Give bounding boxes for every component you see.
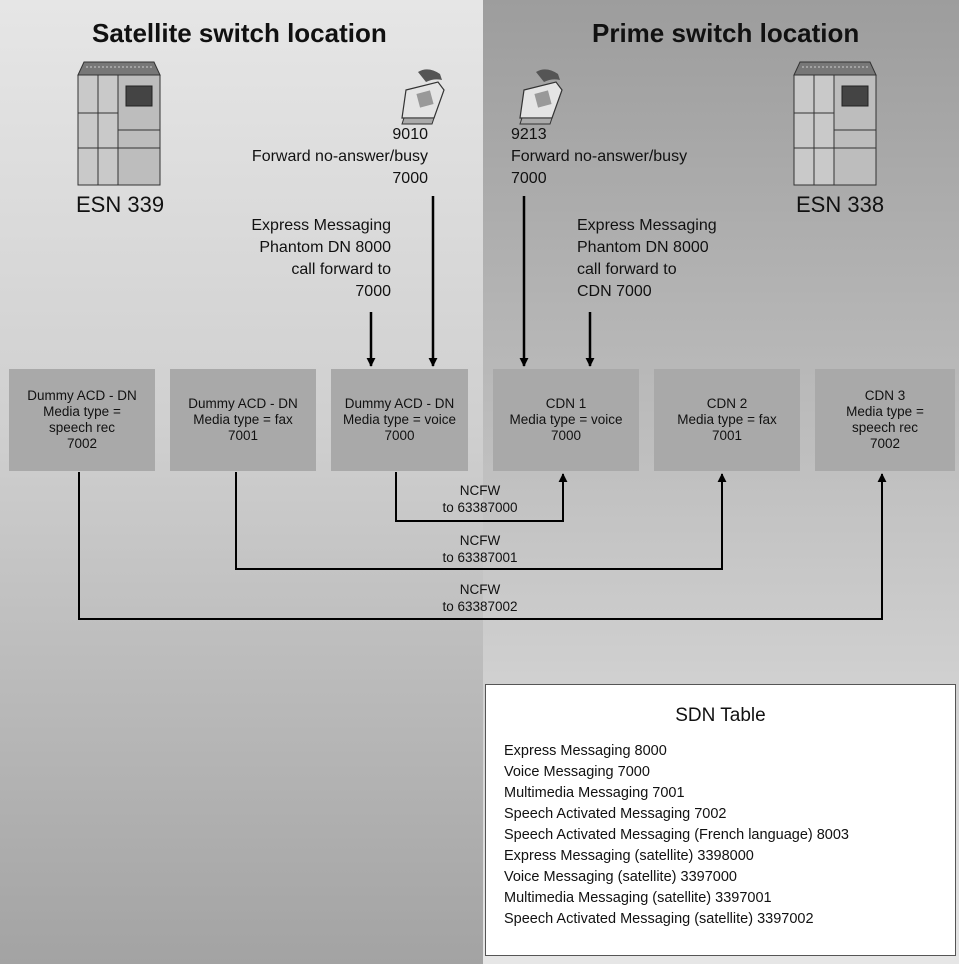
ncfw-label-7000: NCFW to 63387000: [430, 482, 530, 516]
express-forward-target: CDN 7000: [577, 283, 652, 300]
cdn-3-box: CDN 3 Media type = speech rec 7002: [815, 369, 955, 471]
esn-338-label: ESN 338: [796, 192, 885, 217]
ncfw-target: to 63387002: [442, 599, 518, 614]
box-line: speech rec: [48, 420, 116, 435]
express-forward-target: 7000: [355, 283, 391, 300]
box-line: Dummy ACD - DN: [188, 396, 298, 411]
box-line: Dummy ACD - DN: [27, 388, 137, 403]
box-line: 7000: [550, 428, 582, 443]
express-label: Express Messaging: [251, 217, 391, 234]
ncfw-label: NCFW: [459, 483, 501, 498]
ncfw-connector-7002: [78, 472, 887, 620]
phone-forward-target: 7000: [511, 170, 547, 187]
satellite-title: Satellite switch location: [92, 18, 387, 48]
dummy-acd-box-7002: Dummy ACD - DN Media type = speech rec 7…: [9, 369, 155, 471]
sdn-table-row: Voice Messaging (satellite) 3397000: [504, 869, 737, 885]
express-call-forward: call forward to: [291, 261, 391, 278]
box-line: 7002: [869, 436, 901, 451]
switch-cabinet-icon: [77, 61, 161, 186]
ncfw-connector-7000: [395, 472, 568, 522]
box-line: Dummy ACD - DN: [344, 396, 455, 411]
box-line: Media type = voice: [509, 412, 623, 427]
esn-339-label: ESN 339: [76, 192, 165, 217]
prime-title: Prime switch location: [592, 18, 860, 48]
cdn-1-box: CDN 1 Media type = voice 7000: [493, 369, 639, 471]
box-line: 7001: [711, 428, 743, 443]
box-line: CDN 1: [545, 396, 587, 411]
sdn-table-row: Multimedia Messaging 7001: [504, 785, 685, 801]
ncfw-connector-7001: [235, 472, 727, 570]
sdn-table-row: Voice Messaging 7000: [504, 764, 650, 780]
sdn-table-row: Express Messaging 8000: [504, 743, 667, 759]
express-call-forward: call forward to: [577, 261, 677, 278]
box-line: Media type = voice: [343, 412, 456, 427]
cdn-2-box: CDN 2 Media type = fax 7001: [654, 369, 800, 471]
dummy-acd-box-7001: Dummy ACD - DN Media type = fax 7001: [170, 369, 316, 471]
sdn-table-title: SDN Table: [675, 705, 766, 726]
ncfw-target: to 63387001: [442, 550, 518, 565]
ncfw-label-7002: NCFW to 63387002: [430, 581, 530, 615]
box-line: 7000: [384, 428, 415, 443]
switch-cabinet-icon: [793, 61, 877, 186]
telephone-icon: [401, 69, 445, 125]
sdn-table-row: Express Messaging (satellite) 3398000: [504, 848, 754, 864]
sdn-table: SDN Table Express Messaging 8000 Voice M…: [485, 684, 956, 956]
box-line: 7002: [66, 436, 98, 451]
ncfw-label-7001: NCFW to 63387001: [430, 532, 530, 566]
ncfw-target: to 63387000: [442, 500, 518, 515]
ncfw-label: NCFW: [459, 533, 501, 548]
phone-forward-label: Forward no-answer/busy: [511, 148, 688, 165]
dummy-acd-box-7000: Dummy ACD - DN Media type = voice 7000: [331, 369, 468, 471]
express-phantom-dn: Phantom DN 8000: [259, 239, 391, 256]
sdn-table-row: Multimedia Messaging (satellite) 3397001: [504, 890, 772, 906]
phone-dn-9010: 9010: [392, 126, 428, 143]
sdn-table-row: Speech Activated Messaging 7002: [504, 806, 727, 822]
sdn-table-row: Speech Activated Messaging (French langu…: [504, 827, 849, 843]
phone-forward-label: Forward no-answer/busy: [251, 148, 428, 165]
phone-dn-9213: 9213: [511, 126, 547, 143]
box-line: 7001: [227, 428, 259, 443]
box-line: Media type = fax: [677, 412, 777, 427]
box-line: Media type = fax: [193, 412, 293, 427]
express-phantom-dn: Phantom DN 8000: [577, 239, 709, 256]
express-label: Express Messaging: [577, 217, 717, 234]
sdn-table-row: Speech Activated Messaging (satellite) 3…: [504, 911, 814, 927]
phone-forward-target: 7000: [392, 170, 428, 187]
box-line: CDN 3: [864, 388, 906, 403]
box-line: CDN 2: [706, 396, 748, 411]
box-line: Media type =: [43, 404, 121, 419]
telephone-icon: [519, 69, 563, 125]
box-line: speech rec: [851, 420, 919, 435]
ncfw-label: NCFW: [459, 582, 501, 597]
box-line: Media type =: [846, 404, 924, 419]
